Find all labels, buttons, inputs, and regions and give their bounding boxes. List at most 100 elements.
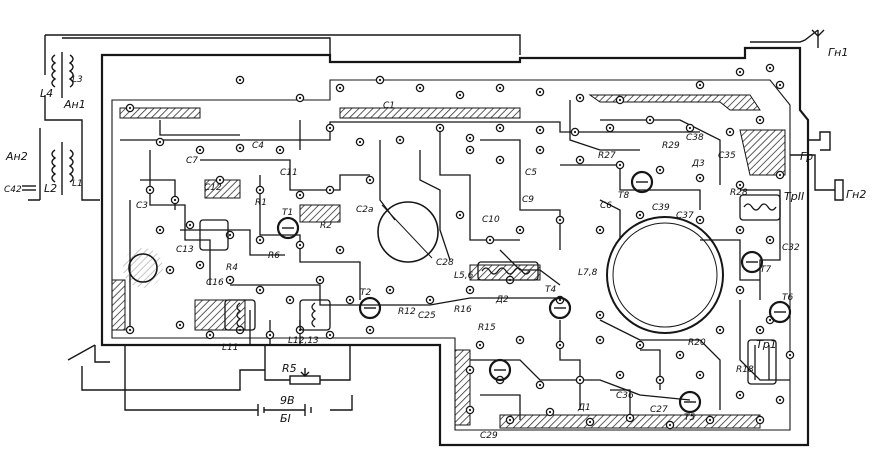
label-r2: R2: [320, 221, 332, 231]
solder-pad-hole: [488, 238, 492, 242]
label-r16: R16: [454, 305, 472, 315]
solder-pad-hole: [618, 98, 622, 102]
solder-pad-hole: [158, 140, 162, 144]
label-c12: С12: [204, 183, 222, 193]
solder-pad-hole: [768, 238, 772, 242]
solder-pad-hole: [468, 148, 472, 152]
solder-pad-hole: [268, 333, 272, 337]
label-r6: R6: [268, 251, 280, 261]
label-c9: С9: [522, 195, 534, 205]
transistor-body: [276, 216, 300, 240]
label-c27: С27: [650, 405, 668, 415]
solder-pad-hole: [573, 130, 577, 134]
label-c11: С11: [280, 168, 298, 178]
label-l4: L4: [40, 87, 53, 100]
component-labels: Гн1 Гн2 Гр Ан1 Ан2 С42 L4 L3 L2 L1 С1 С3…: [4, 46, 866, 441]
label-t1: Т1: [282, 208, 293, 218]
label-c3: С3: [136, 201, 148, 211]
solder-pad-hole: [328, 333, 332, 337]
solder-pad-hole: [318, 278, 322, 282]
pcb-inner-outline: [111, 79, 791, 431]
solder-pad-hole: [728, 130, 732, 134]
solder-pad-hole: [238, 78, 242, 82]
transistor-body: [630, 170, 654, 194]
solder-pad-hole: [738, 228, 742, 232]
label-r29: R29: [662, 141, 680, 151]
solder-pad-hole: [518, 338, 522, 342]
label-c35: С35: [718, 151, 736, 161]
speaker-cutout-inner: [612, 222, 718, 328]
solder-pad-hole: [778, 398, 782, 402]
solder-pad-hole: [468, 288, 472, 292]
label-c4: С4: [252, 141, 264, 151]
solder-pad-hole: [698, 373, 702, 377]
solder-pad-hole: [578, 158, 582, 162]
solder-pad-hole: [228, 278, 232, 282]
solder-pad-hole: [658, 168, 662, 172]
label-r15: R15: [478, 323, 496, 333]
label-battery-name: БІ: [280, 412, 291, 425]
solder-pad-hole: [598, 313, 602, 317]
label-r4: R4: [226, 263, 238, 273]
solder-pad-hole: [468, 408, 472, 412]
pcb-board-outline: [100, 46, 810, 447]
solder-pad-hole: [128, 106, 132, 110]
transistors: [276, 170, 792, 414]
label-l56: L5,6: [454, 271, 474, 281]
label-l3: L3: [72, 75, 83, 85]
label-d1: Д1: [577, 403, 591, 413]
label-r20: R20: [688, 338, 706, 348]
solder-pad-hole: [288, 298, 292, 302]
solder-pad-hole: [498, 158, 502, 162]
solder-pad-hole: [348, 298, 352, 302]
solder-pad-hole: [648, 118, 652, 122]
label-r28: R28: [730, 188, 748, 198]
solder-pad-hole: [173, 198, 177, 202]
solder-pad-hole: [128, 328, 132, 332]
transistor-body: [548, 296, 572, 320]
solder-pad-hole: [578, 378, 582, 382]
solder-pad-hole: [558, 218, 562, 222]
label-c36: С36: [616, 391, 634, 401]
solder-pad-hole: [238, 146, 242, 150]
label-battery-voltage: 9В: [280, 394, 295, 407]
label-r1: R1: [255, 198, 267, 208]
solder-pad-hole: [608, 126, 612, 130]
solder-pad-hole: [258, 188, 262, 192]
label-c2a: С2а: [356, 205, 374, 215]
solder-pad-hole: [328, 188, 332, 192]
solder-pad-hole: [258, 288, 262, 292]
label-r5: R5: [282, 362, 297, 375]
label-t8: Т8: [618, 191, 629, 201]
label-gn1: Гн1: [828, 46, 848, 59]
antenna-lead-top: [44, 29, 819, 75]
solder-pad-hole: [538, 383, 542, 387]
solder-pad-hole: [758, 118, 762, 122]
solder-pad-hole: [698, 218, 702, 222]
label-d3: Д3: [691, 159, 705, 169]
label-c13: С13: [176, 245, 194, 255]
label-t7: Т7: [760, 265, 771, 275]
solder-pad-hole: [638, 213, 642, 217]
solder-pad-hole: [358, 140, 362, 144]
solder-pad-hole: [618, 373, 622, 377]
label-c28: С28: [436, 258, 454, 268]
solder-pad-hole: [188, 223, 192, 227]
solder-pad-hole: [328, 126, 332, 130]
solder-pad-hole: [768, 66, 772, 70]
solder-pad-hole: [178, 323, 182, 327]
solder-pad-hole: [708, 418, 712, 422]
label-an1: Ан1: [63, 98, 86, 111]
solder-pad-hole: [298, 96, 302, 100]
label-l1213: L12,13: [288, 336, 319, 346]
solder-pad-hole: [518, 228, 522, 232]
label-l11: L11: [222, 343, 238, 353]
label-c32: С32: [782, 243, 800, 253]
solder-pad-hole: [338, 86, 342, 90]
solder-pad-hole: [208, 333, 212, 337]
solder-pad-hole: [538, 128, 542, 132]
label-c42: С42: [4, 185, 22, 195]
label-c29: С29: [480, 431, 498, 441]
solder-pad-hole: [538, 148, 542, 152]
